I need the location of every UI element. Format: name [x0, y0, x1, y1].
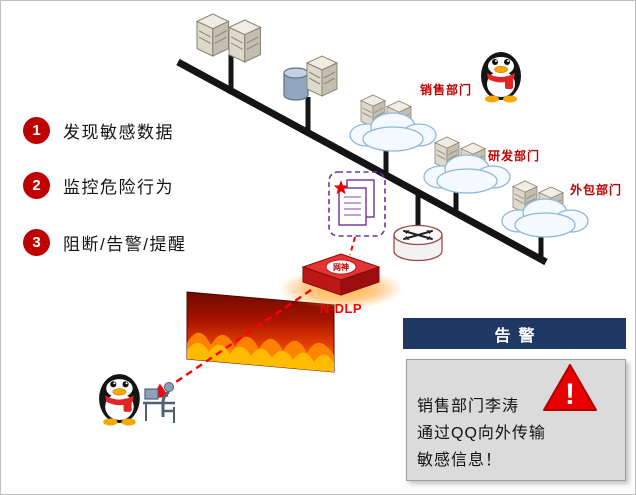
alert-line-2: 通过QQ向外传输 — [417, 425, 546, 442]
step-2: 2 监控危险行为 — [23, 172, 174, 199]
warning-exclamation: ! — [565, 378, 575, 411]
policy-document-icon — [328, 171, 386, 256]
step-3-label: 阻断/告警/提醒 — [63, 235, 187, 254]
dept-label-outsourcing: 外包部门 — [570, 183, 623, 197]
router-icon — [393, 224, 443, 262]
step-2-label: 监控危险行为 — [63, 178, 174, 197]
leak-path-arrow — [151, 289, 312, 399]
alert-line-1: 销售部门李涛 — [417, 398, 520, 415]
workstation-user-icon — [143, 382, 175, 423]
step-2-badge: 2 — [23, 172, 50, 199]
step-3-badge: 3 — [23, 229, 50, 256]
server-stack-icon — [196, 13, 262, 63]
warning-triangle-icon: ! — [543, 364, 597, 411]
qq-penguin-icon-external — [480, 51, 522, 103]
dept-label-sales: 销售部门 — [420, 83, 473, 97]
dept-cloud-rnd — [423, 136, 511, 194]
step-1-badge: 1 — [23, 117, 50, 144]
alert-header: 告警 — [403, 318, 626, 349]
step-3: 3 阻断/告警/提醒 — [23, 229, 186, 256]
qq-penguin-icon-leaker — [98, 373, 141, 427]
database-icon — [283, 55, 338, 101]
dept-cloud-sales — [349, 94, 437, 152]
ndlp-badge-text: 网神 — [333, 262, 349, 272]
ndlp-appliance-icon: 网神 — [279, 253, 403, 309]
dept-label-rnd: 研发部门 — [488, 149, 541, 163]
firewall-icon — [186, 291, 335, 373]
star-icon — [333, 180, 349, 195]
alert-body: ! 销售部门李涛 通过QQ向外传输 敏感信息！ — [406, 359, 626, 481]
alert-line-3: 敏感信息！ — [417, 452, 503, 469]
step-1-label: 发现敏感数据 — [63, 123, 174, 142]
step-1: 1 发现敏感数据 — [23, 117, 174, 144]
ndlp-label: N-DLP — [319, 301, 363, 316]
